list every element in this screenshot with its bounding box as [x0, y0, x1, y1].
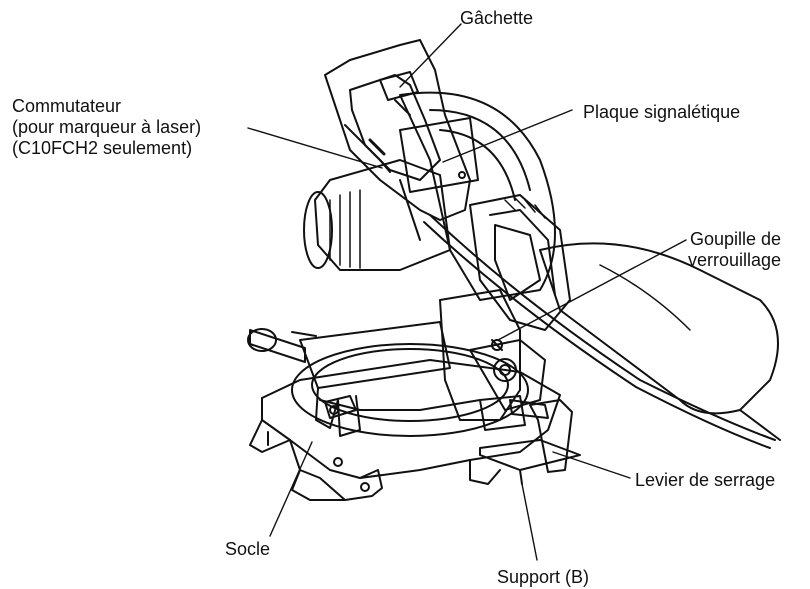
label-commutateur-line3: (C10FCH2 seulement) — [12, 138, 193, 158]
leader-levier — [552, 451, 631, 479]
label-goupille-line2: verrouillage — [688, 250, 782, 270]
lock-pin — [491, 339, 503, 351]
leader-commutateur — [247, 127, 383, 169]
saw-fence — [247, 321, 451, 437]
label-levier-text: Levier de serrage — [635, 470, 776, 490]
leader-socle — [269, 441, 313, 537]
lower-guard — [469, 194, 571, 331]
label-support-text: Support (B) — [497, 567, 590, 587]
label-plaque-text: Plaque signalétique — [583, 102, 741, 122]
label-levier: Levier de serrage — [635, 470, 775, 491]
label-socle-text: Socle — [225, 539, 271, 559]
label-commutateur-line1: Commutateur — [12, 96, 122, 116]
saw-base — [249, 359, 561, 501]
saw-handle — [324, 39, 471, 221]
dust-bag — [539, 242, 781, 441]
label-goupille: Goupille de verrouillage — [688, 229, 781, 271]
name-plate — [399, 117, 479, 193]
leader-gachette — [399, 23, 462, 88]
support-b — [479, 439, 581, 485]
clamp-lever — [509, 399, 573, 473]
saw-turntable — [291, 343, 529, 437]
leader-goupille — [497, 239, 687, 341]
label-commutateur-line2: (pour marqueur à laser) — [12, 117, 202, 137]
motor-housing — [303, 159, 451, 271]
leader-plaque — [442, 109, 573, 163]
leader-support — [521, 483, 538, 561]
label-plaque-signaletique: Plaque signalétique — [583, 102, 740, 123]
label-goupille-line1: Goupille de — [689, 229, 782, 249]
label-socle: Socle — [225, 539, 270, 560]
label-support: Support (B) — [497, 567, 589, 588]
label-commutateur: Commutateur (pour marqueur à laser) (C10… — [12, 96, 201, 159]
leader-lines — [247, 23, 687, 561]
label-gachette: Gâchette — [460, 8, 533, 29]
label-gachette-text: Gâchette — [460, 8, 534, 28]
power-cord — [423, 214, 776, 449]
